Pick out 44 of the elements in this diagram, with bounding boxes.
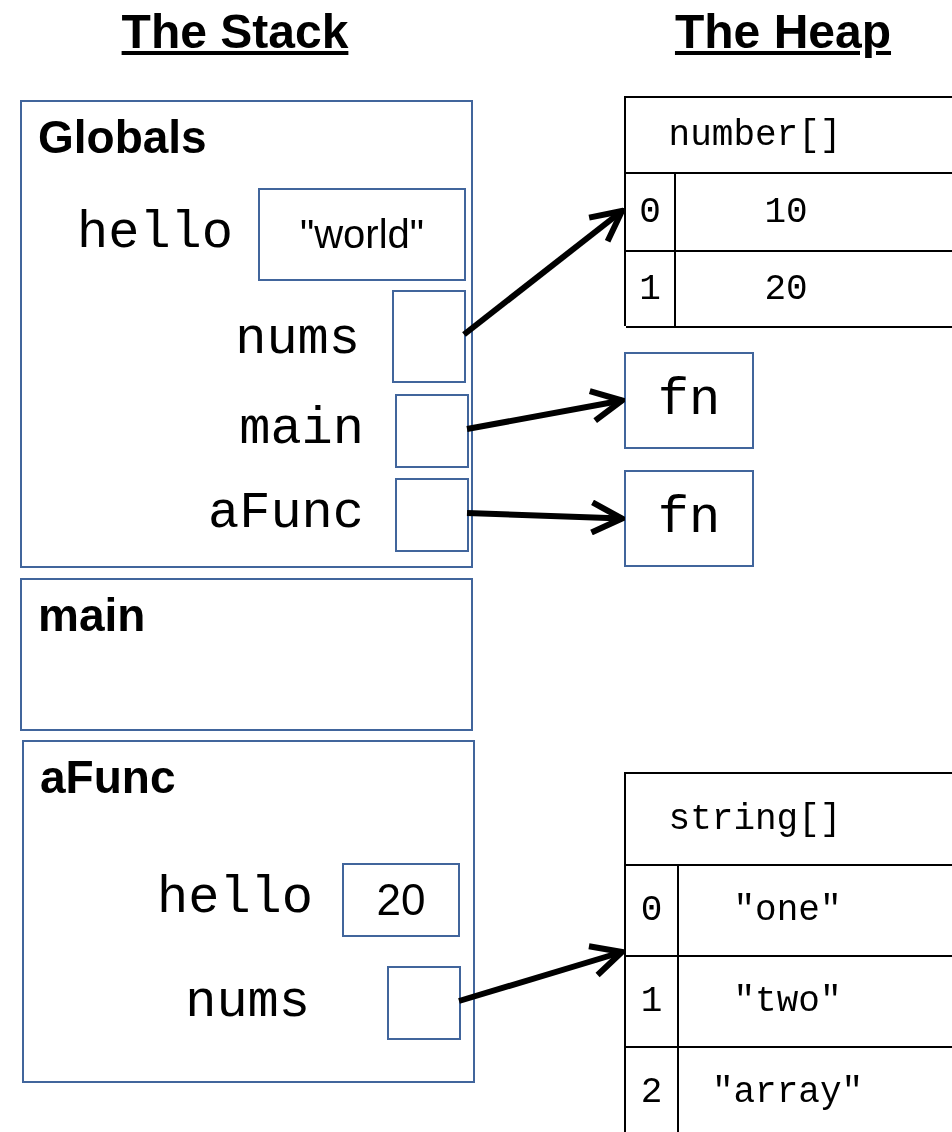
value-cell-text: "two" bbox=[732, 980, 843, 1024]
function-box: fn bbox=[624, 470, 754, 567]
frame-title: Globals bbox=[38, 112, 207, 163]
stack-frame bbox=[22, 740, 475, 1083]
table-row bbox=[626, 252, 952, 328]
value-cell-text: 20 bbox=[763, 267, 809, 312]
index-cell: 2 bbox=[626, 1048, 679, 1132]
index-cell: 1 bbox=[626, 957, 679, 1046]
stack-frame bbox=[20, 100, 473, 568]
array-table bbox=[624, 96, 952, 326]
table-row bbox=[626, 174, 952, 252]
value-cell-text: "one" bbox=[732, 889, 843, 933]
variable-name: hello bbox=[76, 204, 233, 264]
value-box: 20 bbox=[342, 863, 460, 937]
frame-title: aFunc bbox=[40, 752, 176, 803]
function-box: fn bbox=[624, 352, 754, 449]
index-cell: 1 bbox=[626, 252, 676, 326]
index-cell: 0 bbox=[626, 866, 679, 955]
variable-name: nums bbox=[185, 973, 310, 1033]
table-header: number[] bbox=[626, 98, 952, 174]
table-row bbox=[626, 957, 952, 1048]
arrow bbox=[462, 208, 625, 337]
variable-name: main bbox=[239, 400, 364, 460]
pointer-box bbox=[395, 478, 469, 552]
value-box: "world" bbox=[258, 188, 466, 281]
value-cell-text: "array" bbox=[710, 1071, 865, 1115]
pointer-box bbox=[387, 966, 461, 1040]
variable-name: nums bbox=[235, 310, 360, 370]
stack-frame bbox=[20, 578, 473, 731]
variable-name: hello bbox=[156, 869, 313, 929]
pointer-box bbox=[395, 394, 469, 468]
table-row bbox=[626, 866, 952, 957]
value-cell-text: 10 bbox=[763, 190, 809, 235]
index-cell: 0 bbox=[626, 174, 676, 250]
frame-title: main bbox=[38, 590, 146, 641]
section-heading: The Heap bbox=[673, 4, 892, 59]
arrow bbox=[466, 388, 625, 432]
pointer-box bbox=[392, 290, 466, 383]
section-heading: The Stack bbox=[120, 4, 350, 59]
variable-name: aFunc bbox=[207, 484, 364, 544]
table-header: string[] bbox=[626, 774, 952, 866]
array-table bbox=[624, 772, 952, 1132]
arrow bbox=[466, 499, 625, 536]
arrow bbox=[458, 943, 625, 1004]
